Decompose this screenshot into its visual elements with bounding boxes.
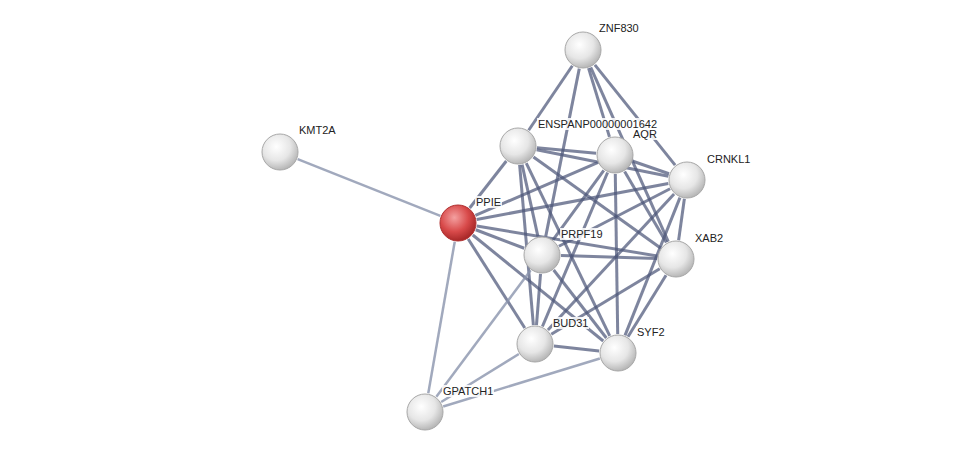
protein-node: PRPF19 — [523, 236, 561, 274]
node-sphere — [261, 133, 299, 171]
protein-node: BUD31 — [516, 325, 554, 363]
node-circle — [600, 335, 636, 371]
interaction-edge — [298, 159, 441, 216]
interaction-edge — [428, 242, 454, 394]
node-circle — [517, 326, 553, 362]
node-label: KMT2A — [298, 124, 337, 136]
node-label: CRNKL1 — [706, 153, 751, 165]
node-sphere — [439, 204, 477, 242]
protein-node: GPATCH1 — [406, 393, 444, 431]
node-circle — [500, 128, 536, 164]
node-circle — [669, 162, 705, 198]
interaction-edge — [554, 346, 599, 351]
node-label: PRPF19 — [560, 228, 604, 240]
node-sphere — [499, 127, 537, 165]
interaction-edge — [473, 235, 604, 341]
node-circle — [597, 137, 633, 173]
interaction-edge — [633, 161, 669, 174]
interaction-edge — [536, 274, 540, 325]
node-label: PPIE — [475, 196, 502, 208]
protein-node: SYF2 — [599, 334, 637, 372]
interaction-edge — [443, 359, 600, 407]
node-sphere — [406, 393, 444, 431]
interaction-edge — [551, 269, 659, 334]
node-label: XAB2 — [694, 232, 724, 244]
interaction-edge — [553, 170, 604, 239]
node-label: SYF2 — [636, 326, 666, 338]
protein-node: CRNKL1 — [668, 161, 706, 199]
interaction-edge — [679, 199, 685, 240]
node-sphere — [668, 161, 706, 199]
node-circle — [262, 134, 298, 170]
interaction-edge — [561, 256, 657, 259]
interaction-edge — [470, 161, 507, 208]
interaction-edge — [436, 270, 530, 397]
interaction-edge — [441, 354, 519, 402]
node-sphere — [596, 136, 634, 174]
node-circle — [565, 32, 601, 68]
node-label: GPATCH1 — [442, 385, 494, 397]
node-circle — [524, 237, 560, 273]
protein-node: PPIE — [439, 204, 477, 242]
node-sphere — [657, 240, 695, 278]
node-sphere — [564, 31, 602, 69]
protein-node: ENSPANP00000001642 — [499, 127, 537, 165]
node-sphere — [599, 334, 637, 372]
node-circle — [440, 205, 476, 241]
node-sphere — [516, 325, 554, 363]
node-circle — [407, 394, 443, 430]
node-circle — [658, 241, 694, 277]
node-label: ZNF830 — [598, 22, 640, 34]
interaction-edge — [591, 67, 669, 241]
protein-node: XAB2 — [657, 240, 695, 278]
protein-node: AQR — [596, 136, 634, 174]
node-label: AQR — [632, 128, 658, 140]
protein-node: KMT2A — [261, 133, 299, 171]
protein-node: ZNF830 — [564, 31, 602, 69]
node-sphere — [523, 236, 561, 274]
node-label: BUD31 — [552, 317, 589, 329]
